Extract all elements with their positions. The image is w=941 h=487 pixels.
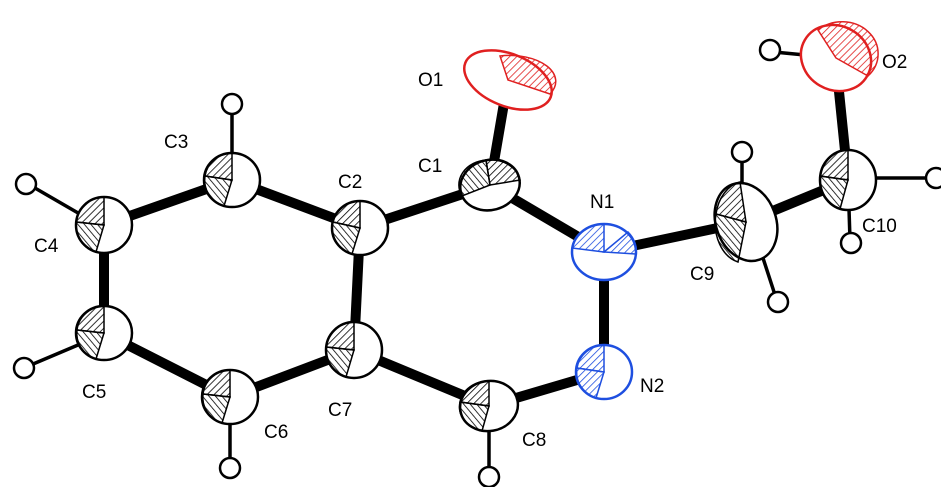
atom-n1 bbox=[570, 222, 638, 282]
atom-ho2 bbox=[758, 38, 782, 62]
label-o2: O2 bbox=[882, 52, 907, 73]
label-n2: N2 bbox=[640, 376, 664, 397]
atom-h6 bbox=[218, 456, 242, 480]
atom-h10a bbox=[839, 231, 863, 255]
atom-n2 bbox=[574, 343, 634, 401]
label-c7: C7 bbox=[328, 400, 352, 421]
label-c8: C8 bbox=[522, 430, 546, 451]
atom-c8 bbox=[458, 379, 520, 433]
label-c5: C5 bbox=[82, 382, 106, 403]
atom-c4 bbox=[74, 195, 134, 255]
atom-h9a bbox=[730, 140, 754, 164]
atom-c2 bbox=[330, 199, 390, 257]
label-c1: C1 bbox=[418, 156, 442, 177]
atom-o2 bbox=[799, 21, 879, 93]
atom-h10b bbox=[924, 166, 941, 190]
atom-h9b bbox=[766, 290, 790, 314]
label-c10: C10 bbox=[862, 216, 897, 237]
atom-c5 bbox=[74, 304, 134, 362]
label-n1: N1 bbox=[590, 192, 614, 213]
atom-o1 bbox=[463, 49, 557, 111]
label-c9: C9 bbox=[690, 264, 714, 285]
atom-c10 bbox=[818, 148, 878, 212]
atom-h5 bbox=[12, 356, 36, 380]
oxygen-atoms bbox=[463, 21, 879, 111]
atom-h3 bbox=[220, 92, 244, 116]
atom-h4 bbox=[14, 172, 38, 196]
atom-c9 bbox=[713, 181, 779, 263]
label-c2: C2 bbox=[338, 172, 362, 193]
label-c3: C3 bbox=[164, 132, 188, 153]
carbon-atoms bbox=[74, 148, 878, 433]
atom-c1 bbox=[458, 158, 521, 212]
hydrogen-atoms bbox=[12, 38, 941, 487]
nitrogen-atoms bbox=[570, 222, 638, 401]
atom-h8 bbox=[477, 465, 501, 487]
label-o1: O1 bbox=[418, 70, 443, 91]
atom-c7 bbox=[324, 320, 384, 380]
label-c4: C4 bbox=[34, 236, 59, 257]
atom-labels: O1 O2 N1 N2 C1 C2 C3 C4 C5 C6 C7 C8 C9 C… bbox=[34, 52, 907, 451]
atom-c3 bbox=[202, 151, 262, 209]
atom-c6 bbox=[200, 368, 260, 426]
label-c6: C6 bbox=[264, 422, 288, 443]
